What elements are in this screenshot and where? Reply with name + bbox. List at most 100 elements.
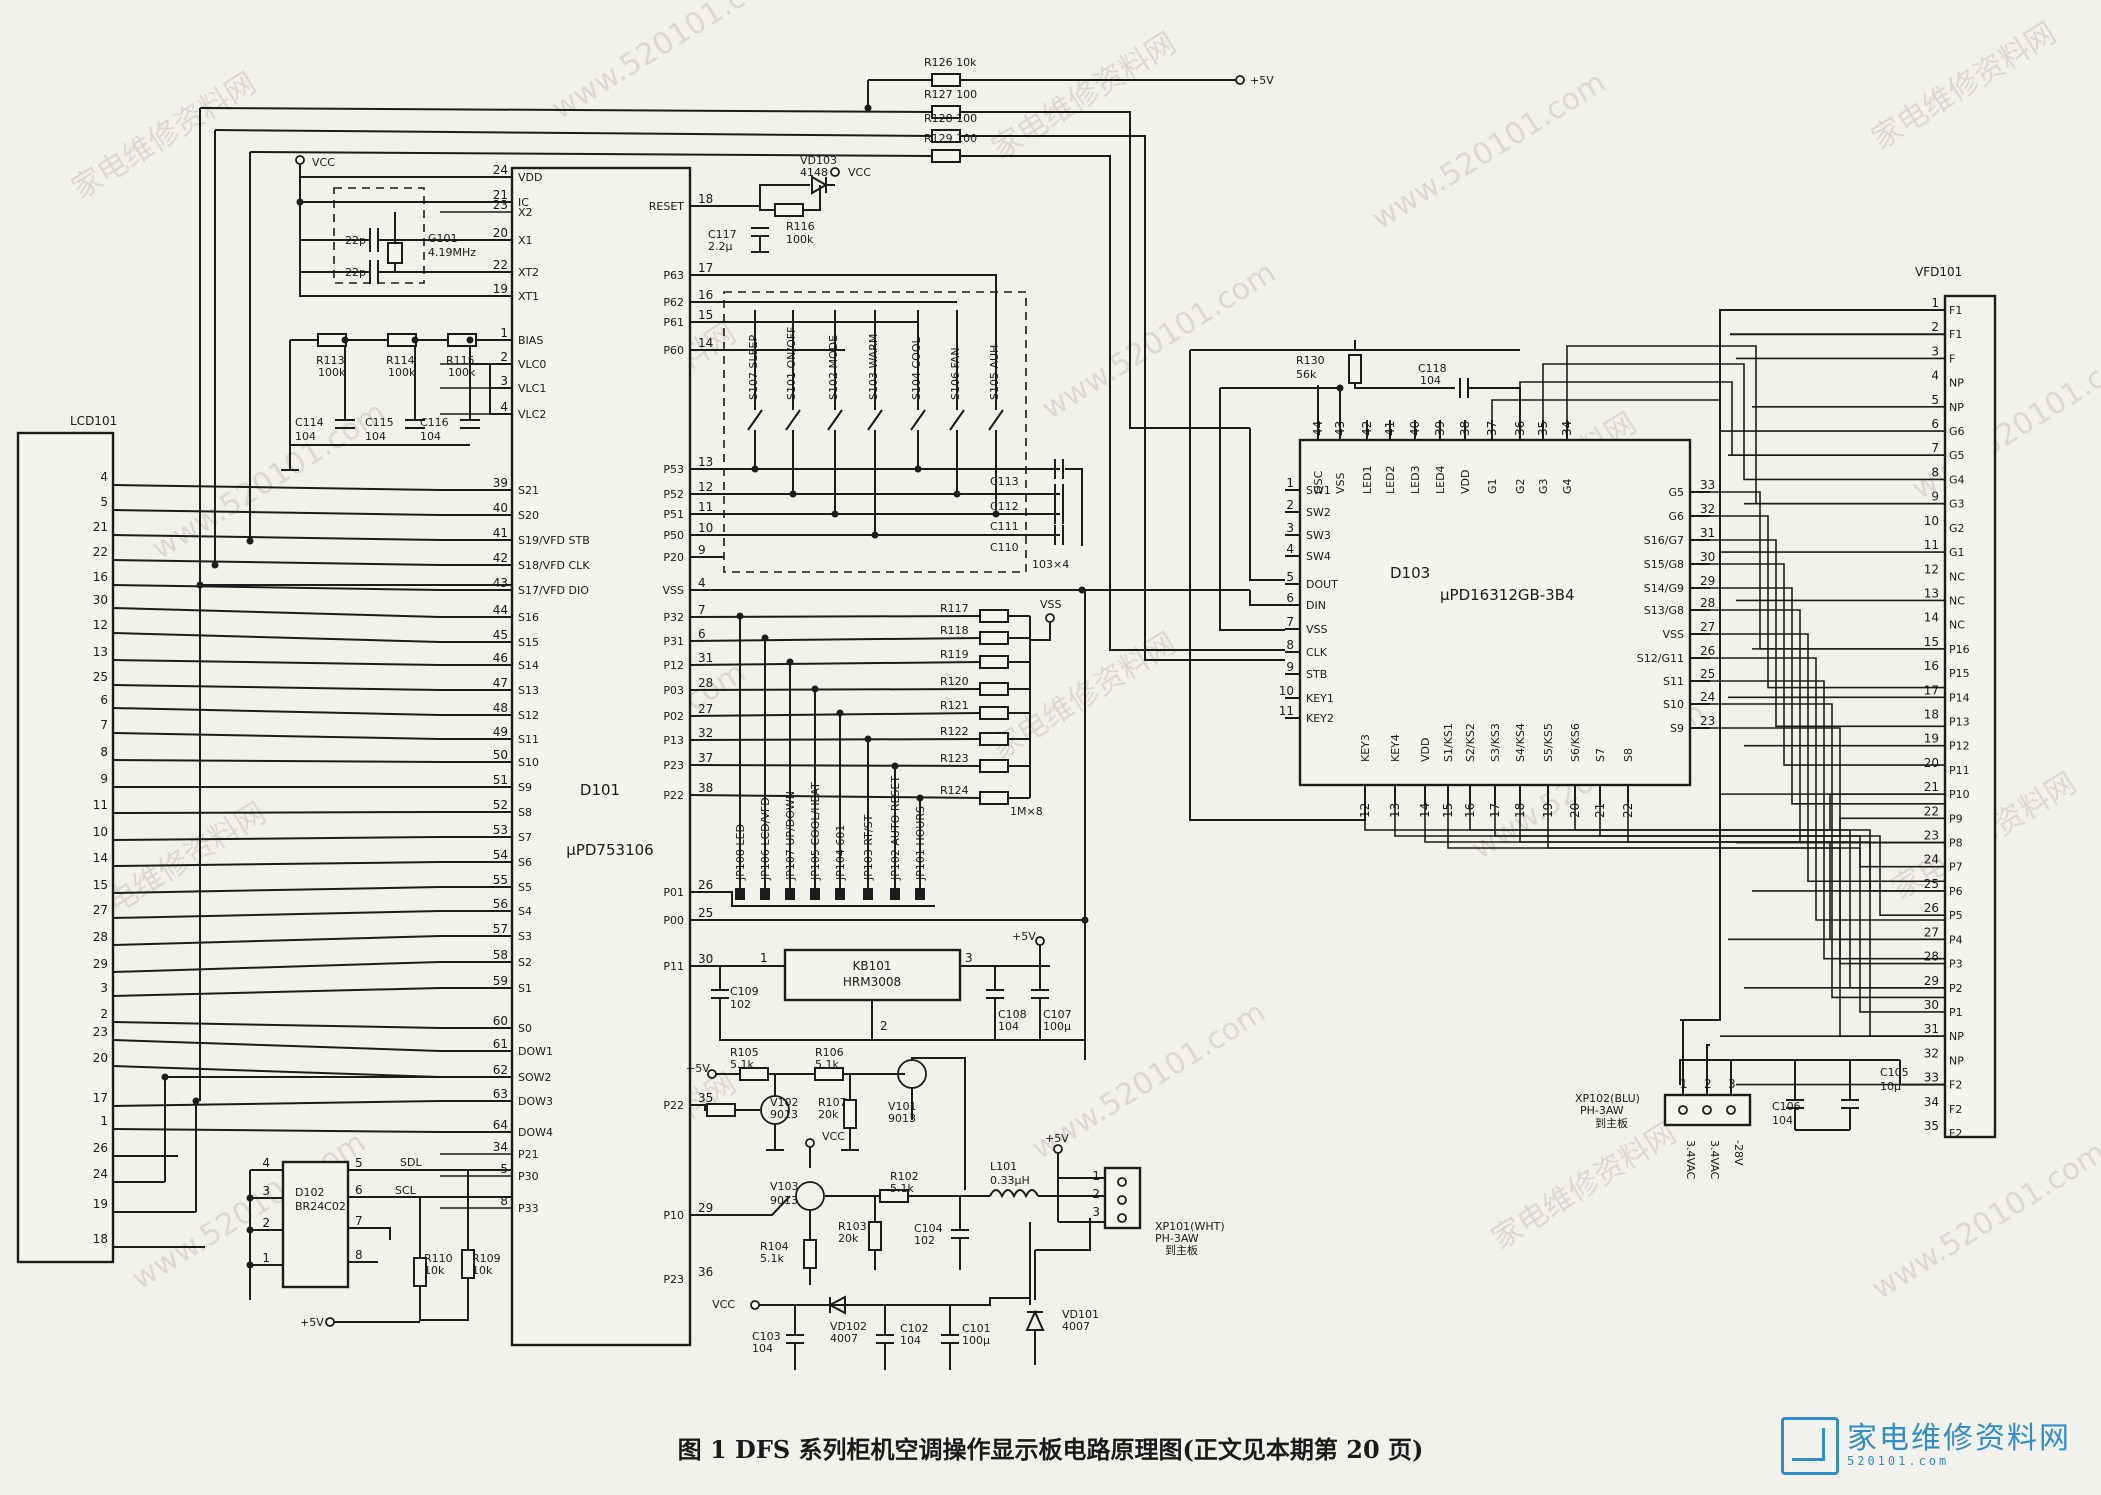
d103-pin-number: 36	[1513, 421, 1527, 436]
transistor-ref: V102	[770, 1096, 799, 1109]
d101-pin-number: 40	[493, 501, 508, 515]
resistor-label: R119	[940, 648, 969, 661]
vfd-pin-name: NC	[1949, 594, 1965, 607]
cap-value: 104	[295, 430, 316, 443]
resistor-label: R128 100	[924, 112, 977, 125]
vfd-pin-name: F1	[1949, 328, 1962, 341]
d103-pin-name: G2	[1514, 478, 1527, 494]
resistor-r127	[931, 105, 961, 119]
transistor-v101	[897, 1059, 927, 1089]
vfd-pin-number: 2	[1931, 320, 1939, 334]
junction-dot	[992, 510, 1000, 518]
d101-pin-name: S18/VFD CLK	[518, 559, 590, 572]
d103-pin-name: CLK	[1306, 646, 1328, 659]
junction-dot	[246, 1194, 254, 1202]
jumper-jp104	[835, 888, 845, 900]
d103-pin-number: 16	[1463, 803, 1477, 818]
wire	[803, 185, 821, 211]
d101-pin-number: 47	[493, 676, 508, 690]
vfd-pin-name: P2	[1949, 982, 1963, 995]
wire	[378, 1227, 391, 1240]
d101-pin-name: P10	[663, 1209, 684, 1222]
lcd-pin-number: 16	[93, 570, 108, 584]
junction-dot	[864, 735, 872, 743]
cap-c110	[1054, 525, 1064, 545]
switch-label: S102 MODE	[827, 335, 840, 400]
d103-pin-number: 37	[1485, 421, 1499, 436]
d101-pin-number: 20	[493, 226, 508, 240]
d101-pin-name: P32	[663, 611, 684, 624]
lcd-pin-number: 25	[93, 670, 108, 684]
terminal	[1235, 75, 1245, 85]
d101-pin-name: P33	[518, 1202, 539, 1215]
vfd-pin-name: P12	[1949, 740, 1970, 753]
d101-pin-number: 25	[698, 906, 713, 920]
resistor-value: 20k	[838, 1232, 859, 1245]
wire	[1249, 428, 1285, 581]
wire	[1899, 1060, 1945, 1086]
d101-pin-number: 63	[493, 1087, 508, 1101]
d101-pin-name: P11	[663, 960, 684, 973]
d101-pin-number: 41	[493, 526, 508, 540]
d103-pin-number: 21	[1593, 803, 1607, 818]
cap-label: C105	[1880, 1066, 1909, 1079]
jumper-label: JP104 601	[834, 825, 847, 881]
cap-label: C110	[990, 541, 1019, 554]
cap-label: C118	[1418, 362, 1447, 375]
wire	[1574, 805, 1945, 989]
d103-pin-name: DOUT	[1306, 578, 1338, 591]
wire	[1468, 387, 1521, 420]
eeprom-pin: 1	[262, 1251, 270, 1265]
d103-pin-name: S10	[1663, 698, 1684, 711]
cap-label: C115	[365, 416, 394, 429]
brand-logo: 家电维修资料网 520101.com	[1781, 1417, 2071, 1475]
d101-pin-name: S1	[518, 982, 532, 995]
d101-pin-number: 64	[493, 1118, 508, 1132]
d101-pin-number: 57	[493, 922, 508, 936]
wire	[112, 584, 441, 591]
d103-pin-number: 6	[1286, 591, 1294, 605]
cap-value: 104	[752, 1342, 773, 1355]
resistor-value: 5.1k	[815, 1058, 839, 1071]
crystal-cap-right	[369, 260, 379, 284]
terminal	[1678, 1105, 1688, 1115]
jumper-jp108	[735, 888, 745, 900]
wire	[112, 534, 441, 541]
resistor-label: R114	[386, 354, 415, 367]
vfd-pin-number: 4	[1931, 369, 1939, 383]
cap-value: 100μ	[1043, 1020, 1071, 1033]
wire	[112, 1128, 441, 1133]
d103-pin-number: 7	[1286, 615, 1294, 629]
jumper-label: JP103 RT/ST	[862, 814, 875, 881]
d101-pin-name: S11	[518, 733, 539, 746]
d101-pin-number: 34	[493, 1140, 508, 1154]
d101-pin-name: SOW2	[518, 1071, 552, 1084]
d101-pin-number: 36	[698, 1265, 713, 1279]
eeprom-d102	[281, 1160, 350, 1289]
vfd-pin-name: NP	[1949, 1054, 1964, 1067]
terminal	[1117, 1213, 1127, 1223]
d101-pin-name: P21	[518, 1148, 539, 1161]
d101-pin-name: S0	[518, 1022, 532, 1035]
junction-dot	[786, 658, 794, 666]
d101-pin-number: 3	[500, 374, 508, 388]
d103-pin-name: S5/KS5	[1542, 723, 1555, 762]
d101-pin-name: VSS	[663, 584, 685, 597]
watermark-text: www.520101.com	[146, 395, 392, 567]
d103-pin-number: 1	[1286, 476, 1294, 490]
d101-pin-number: 54	[493, 848, 508, 862]
wire	[299, 177, 512, 297]
switch-label: S105 AUH	[988, 345, 1001, 400]
vfd-pin-number: 10	[1924, 514, 1939, 528]
d103-pin-number: 42	[1360, 421, 1374, 436]
d103-pin-number: 38	[1458, 421, 1472, 436]
eeprom-pin: 2	[262, 1216, 270, 1230]
d103-pin-number: 33	[1700, 478, 1715, 492]
d103-pin-number: 5	[1286, 570, 1294, 584]
d103-pin-name: S2/KS2	[1464, 723, 1477, 762]
jumper-jp105	[810, 888, 820, 900]
d101-pin-number: 59	[493, 974, 508, 988]
d103-pin-name: G4	[1561, 478, 1574, 494]
d103-pin-name: S14/G9	[1644, 582, 1684, 595]
d103-pin-name: LED2	[1384, 465, 1397, 494]
